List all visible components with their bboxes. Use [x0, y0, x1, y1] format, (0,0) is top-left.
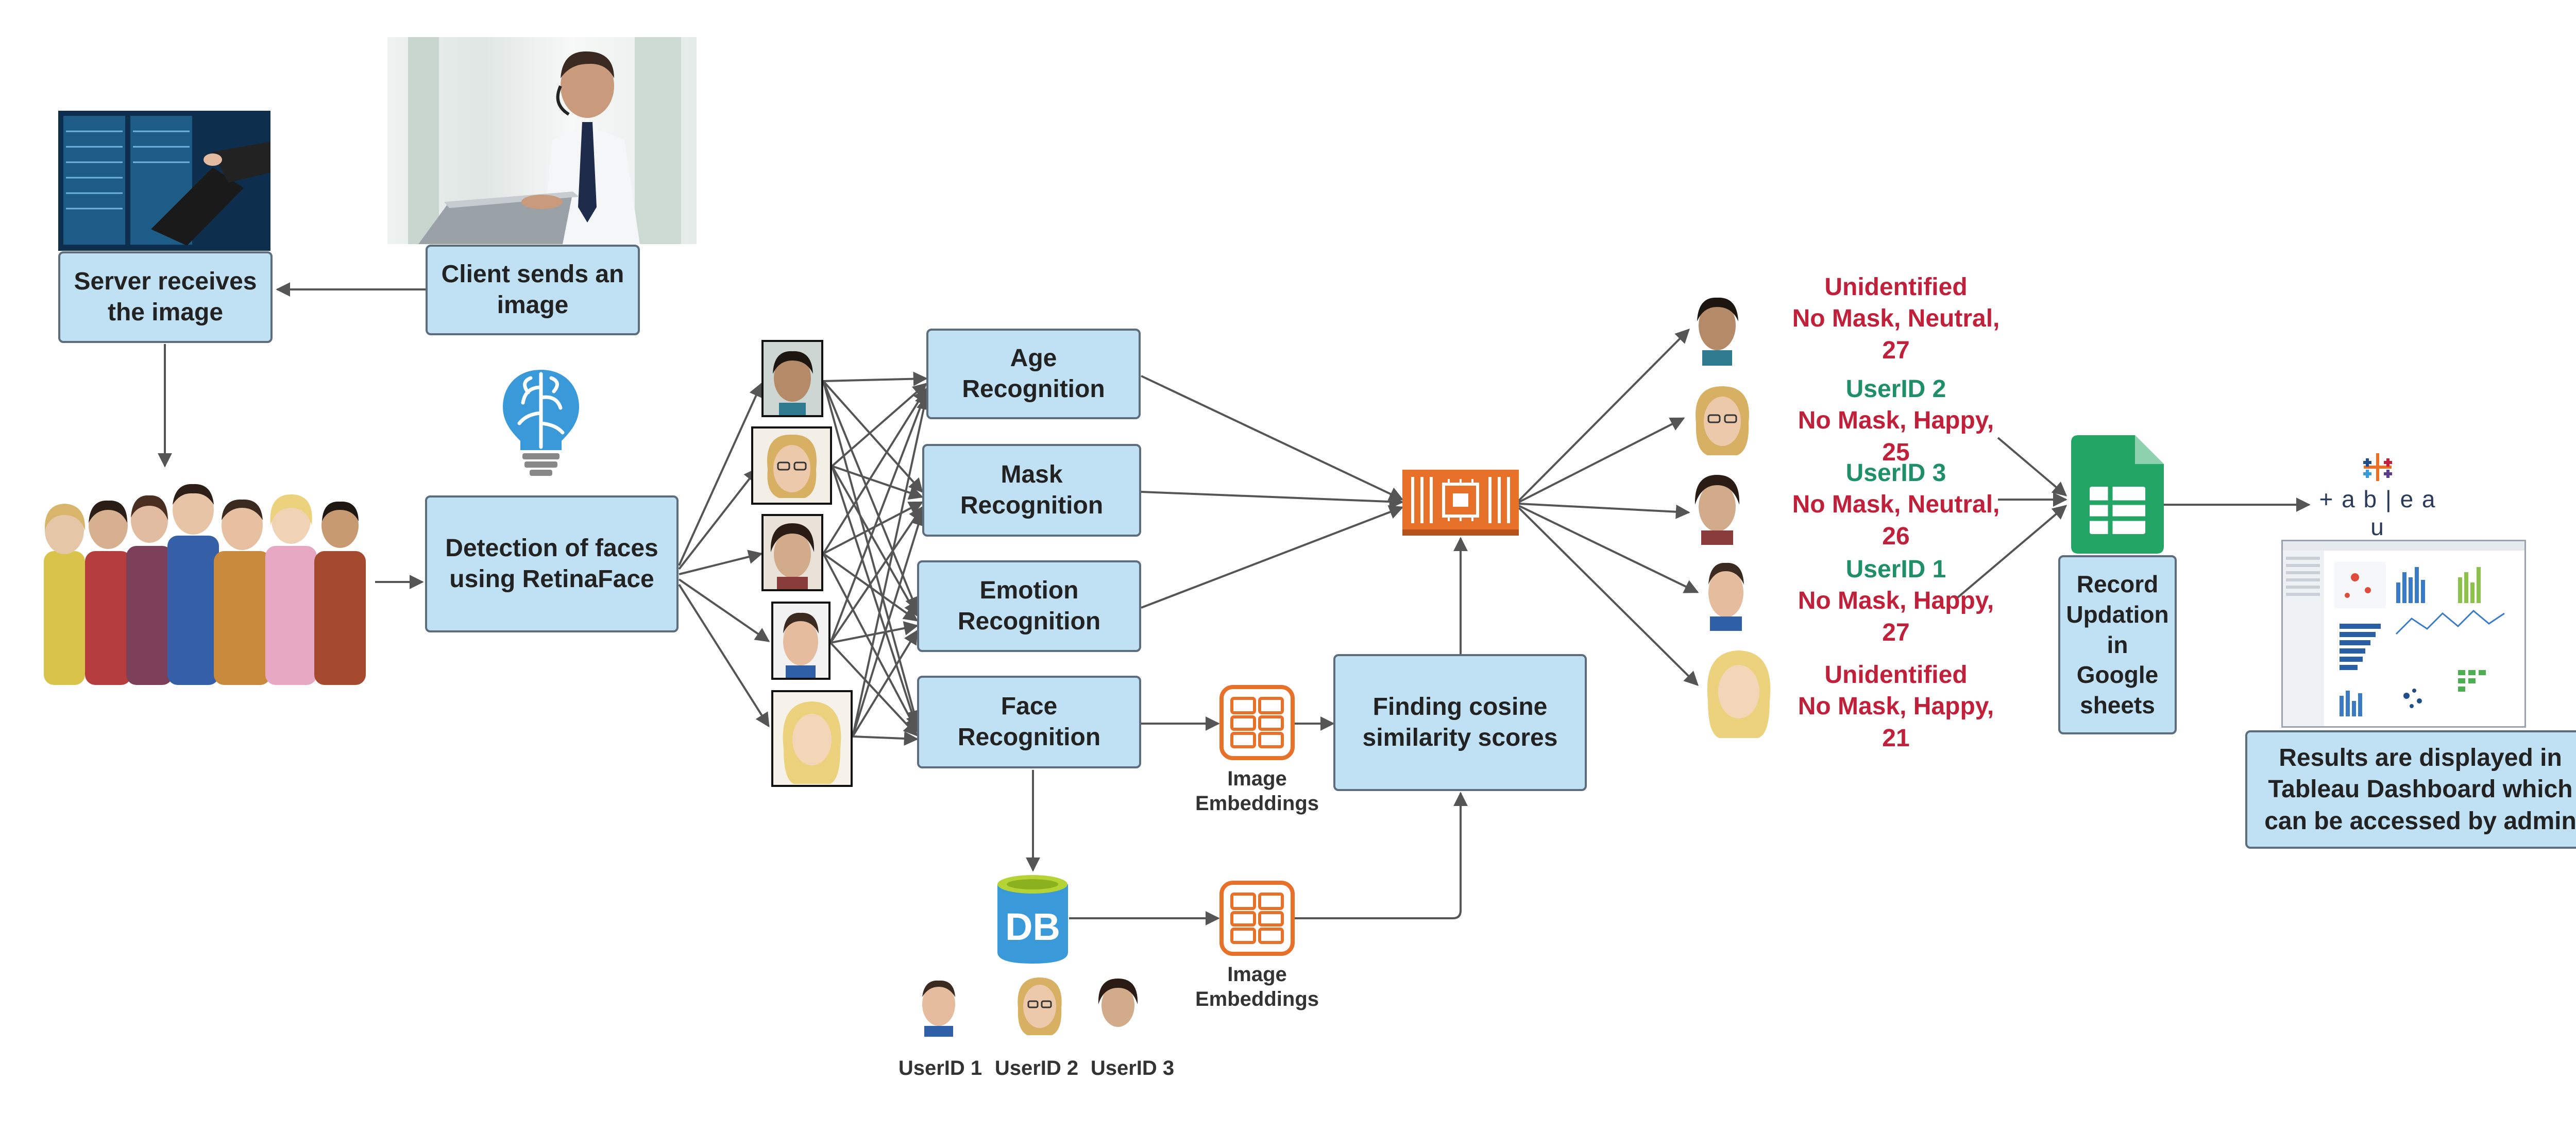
server-photo [58, 111, 270, 251]
embeddings-label: Image Embeddings [1195, 767, 1319, 815]
result-2: UserID 2 No Mask, Happy, 25 [1752, 373, 2040, 468]
result-1: Unidentified No Mask, Neutral, 27 [1752, 271, 2040, 366]
arrow-mask-to-chip [1141, 491, 1404, 509]
result-face-2 [1684, 380, 1761, 457]
embeddings-icon [1218, 684, 1296, 761]
result-4-user: UserID 1 [1845, 556, 1946, 583]
result-3-attributes: No Mask, Neutral, 26 [1792, 491, 2000, 550]
dashboard-preview [2281, 540, 2526, 728]
emotion-recognition-step: Emotion Recognition [917, 560, 1141, 652]
result-2-attributes: No Mask, Happy, 25 [1798, 407, 1994, 466]
arrow-age-to-chip [1141, 375, 1404, 501]
arrow-detection-to-face1 [678, 382, 763, 566]
result-face-3 [1689, 468, 1745, 545]
result-1-user: Unidentified [1824, 273, 1968, 301]
group-photo [39, 474, 374, 694]
user-id-label-1: UserID 1 [898, 1057, 982, 1079]
result-face-4 [1698, 554, 1754, 631]
result-3-user: UserID 3 [1845, 459, 1946, 487]
result-5: Unidentified No Mask, Happy, 21 [1752, 659, 2040, 754]
database-label: DB [1005, 905, 1060, 948]
detected-face-1 [761, 340, 823, 417]
client-sends-image-step: Client sends an image [426, 245, 640, 335]
google-sheets-icon [2071, 435, 2164, 554]
registered-face-2 [1009, 972, 1071, 1037]
face-detection-step: Detection of faces using RetinaFace [425, 495, 679, 632]
detected-face-5 [771, 690, 853, 787]
user-id-label-2: UserID 2 [994, 1057, 1079, 1079]
result-face-1 [1689, 288, 1745, 366]
mask-recognition-step: Mask Recognition [922, 444, 1141, 537]
client-photo [387, 37, 697, 244]
face-recognition-step: Face Recognition [917, 676, 1141, 768]
arrow-detection-to-face3 [679, 550, 763, 575]
processor-chip-icon [1402, 470, 1519, 536]
result-5-attributes: No Mask, Happy, 21 [1798, 693, 1994, 752]
registered-face-3 [1092, 972, 1144, 1037]
detected-face-3 [761, 514, 823, 591]
result-5-user: Unidentified [1824, 661, 1968, 689]
arrow-emotion-to-chip [1141, 505, 1404, 609]
result-2-user: UserID 2 [1845, 375, 1946, 403]
record-updation-step: Record Updation in Google sheets [2058, 555, 2177, 734]
result-3: UserID 3 No Mask, Neutral, 26 [1752, 457, 2040, 552]
detected-face-4 [771, 602, 831, 680]
arrow-detection-to-face5 [678, 584, 770, 728]
embeddings-icon-lower [1218, 880, 1296, 957]
result-4-attributes: No Mask, Happy, 27 [1798, 587, 1994, 646]
server-receives-image-step: Server receives the image [58, 251, 273, 343]
result-4: UserID 1 No Mask, Happy, 27 [1752, 554, 2040, 648]
tableau-logo-icon: + a b | e a u [2313, 449, 2442, 540]
brain-lightbulb-icon [500, 367, 582, 480]
arrow-embeddings-to-cosine-lower [1294, 792, 1468, 919]
registered-face-1 [913, 972, 964, 1037]
tableau-wordmark: + a b | e a u [2319, 486, 2436, 540]
user-id-label-3: UserID 3 [1090, 1057, 1175, 1079]
arrow-detection-to-face4 [678, 578, 770, 642]
results-dashboard-step: Results are displayed in Tableau Dashboa… [2245, 730, 2576, 849]
detected-face-2 [751, 426, 832, 505]
result-face-5 [1698, 641, 1780, 739]
cosine-similarity-step: Finding cosine similarity scores [1333, 654, 1587, 791]
database-icon: DB [995, 873, 1070, 966]
age-recognition-step: Age Recognition [926, 329, 1141, 419]
arrow-detection-to-face2 [678, 467, 758, 570]
embeddings-label-lower: Image Embeddings [1195, 963, 1319, 1010]
result-1-attributes: No Mask, Neutral, 27 [1792, 305, 2000, 364]
